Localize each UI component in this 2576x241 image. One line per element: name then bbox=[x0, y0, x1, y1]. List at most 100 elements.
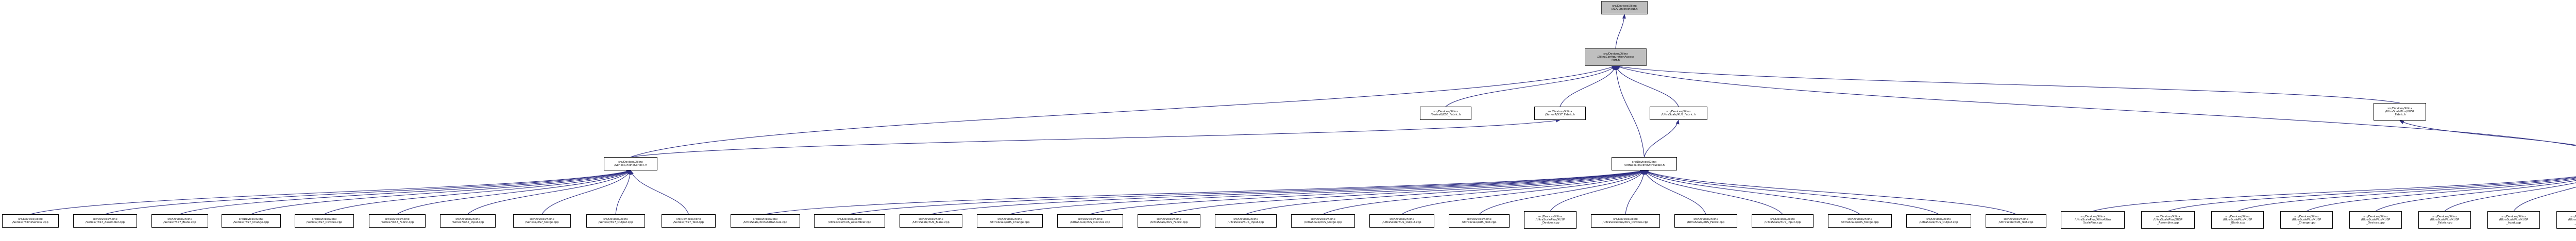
graph-edge bbox=[1445, 65, 1616, 107]
graph-edge bbox=[1643, 170, 1783, 215]
graph-node-label: src/Devices/Xilinx /UltraScale/XUS_Outpu… bbox=[1919, 217, 1958, 224]
graph-edge bbox=[1643, 170, 2016, 215]
graph-node[interactable]: src/Devices/Xilinx /UltraScalePlus/XUSP … bbox=[2487, 211, 2540, 229]
graph-node[interactable]: src/Devices/Xilinx /UltraScale/XUS_Blank… bbox=[900, 214, 962, 228]
graph-node[interactable]: src/Devices/Xilinx /Series7/XS7_Output.c… bbox=[586, 214, 645, 228]
graph-node-label: src/Devices/Xilinx /Series7/XS7_Change.c… bbox=[233, 217, 269, 224]
graph-edge bbox=[251, 170, 631, 215]
graph-node-label: src/Devices/Xilinx /UltraScalePlus/XUSP … bbox=[2223, 215, 2252, 225]
graph-edge bbox=[467, 170, 631, 215]
graph-node-label: src/Devices/Xilinx /Series7/XS7_Merge.cp… bbox=[525, 217, 559, 224]
graph-edge bbox=[1560, 65, 1616, 107]
graph-node[interactable]: src/Devices/Xilinx /UltraScale/XilinxUlt… bbox=[1612, 157, 1677, 170]
graph-node-label: src/Devices/Xilinx /UltraScale/XUS_Fabri… bbox=[1150, 217, 1188, 224]
graph-node[interactable]: src/Devices/Xilinx /Series7/XS7_Merge.cp… bbox=[513, 214, 571, 228]
graph-node[interactable]: src/Devices/Xilinx /Series7/XS7_Fabric.c… bbox=[369, 214, 426, 228]
graph-node[interactable]: src/Devices/Xilinx /UltraScalePlus/XUSP … bbox=[2349, 211, 2402, 229]
graph-edge bbox=[105, 170, 631, 215]
graph-node[interactable]: src/Devices/Xilinx /UltraScale/XUS_Fabri… bbox=[1138, 214, 1200, 228]
graph-node-label: src/Devices/Xilinx /UltraScale/XilinxUlt… bbox=[1624, 160, 1665, 167]
graph-node[interactable]: src/Devices/Xilinx /UltraScalePlus/XUSP … bbox=[2211, 211, 2264, 229]
graph-node[interactable]: src/Devices/Xilinx /UltraScale/XUS_Outpu… bbox=[1369, 214, 1434, 228]
graph-node[interactable]: src/Devices/Xilinx /Series7/XS7_Fabric.h bbox=[1534, 107, 1586, 120]
graph-node[interactable]: src/Devices/Xilinx /XCAP/inlineInput.h bbox=[1601, 1, 1648, 14]
graph-node-label: src/Devices/Xilinx /Series7/XS7_Fabric.c… bbox=[380, 217, 414, 224]
graph-node-label: src/Devices/Xilinx /Series7/XS7_Output.c… bbox=[598, 217, 633, 224]
graph-node[interactable]: src/Devices/Xilinx /UltraScale/XUS_Test.… bbox=[1449, 214, 1510, 228]
graph-node[interactable]: src/Devices/Xilinx /UltraScale/XUS_Input… bbox=[1752, 214, 1814, 228]
edge-group bbox=[30, 14, 2576, 215]
graph-node-label: src/Devices/Xilinx /UltraScale/XUS_Merge… bbox=[1841, 217, 1879, 224]
graph-node-label: src/Devices/Xilinx /UltraScale/XUS_Test.… bbox=[1998, 217, 2033, 224]
graph-node[interactable]: src/Devices/Xilinx /UltraScalePlus/XUSP … bbox=[1524, 211, 1577, 229]
graph-node[interactable]: src/Devices/Xilinx /UltraScale/XUS_Outpu… bbox=[1906, 214, 1971, 228]
graph-node[interactable]: src/Devices/Xilinx /UltraScale/XUS_Test.… bbox=[1986, 214, 2046, 228]
graph-node-label: src/Devices/Xilinx /Series7/XilinxSeries… bbox=[614, 160, 647, 167]
graph-node-label: src/Devices/Xilinx /XCAP/inlineInput.h bbox=[1611, 4, 1638, 11]
graph-edge bbox=[541, 170, 631, 215]
graph-node-label: src/Devices/Xilinx /UltraScalePlus/XUS_D… bbox=[1602, 217, 1649, 224]
graph-node-label: src/Devices/Xilinx /UltraScalePlus/XUSP … bbox=[2499, 215, 2529, 225]
graph-node[interactable]: src/Devices/Xilinx /UltraScale/XUS_Fabri… bbox=[1650, 107, 1707, 120]
graph-node-label: src/Devices/Xilinx /UltraScale/XUS_Assem… bbox=[827, 217, 872, 224]
graph-node-label: src/Devices/Xilinx /Series7/XS7_Devices.… bbox=[306, 217, 343, 224]
graph-node-label: src/Devices/Xilinx /UltraScale/XUS_Merge… bbox=[1304, 217, 1342, 224]
graph-node-label: src/Devices/Xilinx /UltraScalePlus/Xilin… bbox=[2074, 215, 2111, 225]
graph-node[interactable]: src/Devices/Xilinx /Series7/XS7_Change.c… bbox=[222, 214, 281, 228]
graph-edge bbox=[630, 170, 689, 215]
graph-node-label: src/Devices/Xilinx /Series7/XS7_Assemble… bbox=[85, 217, 125, 224]
graph-node[interactable]: src/Devices/Xilinx /Series7/XS7_Devices.… bbox=[295, 214, 354, 228]
graph-edge bbox=[2375, 180, 2576, 212]
graph-node-label: src/Devices/Xilinx /UltraScalePlus/XUSP … bbox=[2568, 215, 2576, 225]
graph-node[interactable]: src/Devices/Xilinx /UltraScalePlus/XUSP … bbox=[2141, 211, 2195, 229]
graph-node-label: src/Devices/Xilinx /XilinxConfigurationA… bbox=[1597, 52, 1634, 62]
graph-edge bbox=[1614, 65, 1645, 158]
graph-node[interactable]: src/Devices/Xilinx /UltraScale/XUS_Fabri… bbox=[1674, 214, 1737, 228]
graph-node-label: src/Devices/Xilinx /Series7/XS7_Test.cpp bbox=[673, 217, 704, 224]
graph-edge bbox=[765, 169, 1645, 215]
graph-edge bbox=[1615, 14, 1626, 49]
graph-node[interactable]: src/Devices/Xilinx /UltraScale/XUS_Merge… bbox=[1291, 214, 1355, 228]
graph-node-label: src/Devices/Xilinx /UltraScale/XUS_Test.… bbox=[1462, 217, 1497, 224]
graph-edge bbox=[1090, 169, 1645, 215]
graph-edge bbox=[1550, 170, 1645, 212]
graph-node[interactable]: src/Devices/Xilinx /UltraScale/XUS_Input… bbox=[1215, 214, 1277, 228]
graph-edge bbox=[1625, 170, 1646, 215]
graph-node-label: src/Devices/Xilinx /UltraScale/XUS_Fabri… bbox=[1661, 110, 1696, 116]
graph-node-label: src/Devices/Xilinx /UltraScale/XUS_Fabri… bbox=[1687, 217, 1725, 224]
graph-node[interactable]: src/Devices/Xilinx /UltraScalePlus/XUSP … bbox=[2556, 211, 2576, 229]
graph-node[interactable]: src/Devices/Xilinx /UltraScalePlus/XUS_D… bbox=[1591, 214, 1660, 228]
graph-edge bbox=[930, 169, 1645, 215]
graph-node-label: src/Devices/Xilinx /UltraScalePlus/XUSP … bbox=[2153, 215, 2183, 225]
graph-edge bbox=[1323, 170, 1645, 215]
graph-edge bbox=[2444, 182, 2576, 212]
graph-node-label: src/Devices/Xilinx /UltraScalePlus/XUSP … bbox=[2385, 107, 2415, 117]
graph-edge bbox=[1401, 170, 1645, 215]
graph-node[interactable]: src/Devices/Xilinx /XilinxConfigurationA… bbox=[1585, 48, 1647, 66]
graph-node[interactable]: src/Devices/Xilinx /UltraScale/XilinxUlt… bbox=[731, 214, 800, 228]
graph-edge bbox=[2399, 120, 2576, 146]
graph-node[interactable]: src/Devices/Xilinx /Series7/XS7_Blank.cp… bbox=[151, 214, 208, 228]
graph-node[interactable]: src/Devices/Xilinx /UltraScalePlus/XUSP … bbox=[2374, 103, 2426, 120]
graph-node[interactable]: src/Devices/Xilinx /UltraScalePlus/XUSP … bbox=[2418, 211, 2471, 229]
graph-node[interactable]: src/Devices/Xilinx /UltraScale/XUS_Merge… bbox=[1828, 214, 1892, 228]
graph-node-label: src/Devices/Xilinx /Series7/XS7_Blank.cp… bbox=[163, 217, 196, 224]
graph-node[interactable]: src/Devices/Xilinx /UltraScalePlus/XUSP … bbox=[2280, 211, 2333, 229]
graph-node[interactable]: src/Devices/Xilinx /Series7/XS7_Input.cp… bbox=[440, 214, 496, 228]
graph-node[interactable]: src/Devices/Xilinx /UltraScalePlus/Xilin… bbox=[2061, 211, 2125, 229]
graph-node[interactable]: src/Devices/Xilinx /Series6/XS6_Fabric.h bbox=[1420, 107, 1471, 120]
graph-node[interactable]: src/Devices/Xilinx /UltraScale/XUS_Chang… bbox=[977, 214, 1043, 228]
graph-node[interactable]: src/Devices/Xilinx /Series7/XS7_Assemble… bbox=[73, 214, 137, 228]
graph-node-label: src/Devices/Xilinx /UltraScalePlus/XUSP … bbox=[1535, 215, 1565, 225]
graph-node-label: src/Devices/Xilinx /UltraScale/XUS_Input… bbox=[1227, 217, 1264, 224]
graph-node-label: src/Devices/Xilinx /Series6/XS6_Fabric.h bbox=[1430, 110, 1461, 116]
graph-node[interactable]: src/Devices/Xilinx /Series7/XS7_Test.cpp bbox=[662, 214, 716, 228]
graph-node[interactable]: src/Devices/Xilinx /Series7/XilinxSeries… bbox=[604, 157, 657, 170]
graph-edge bbox=[2237, 178, 2576, 212]
graph-node[interactable]: src/Devices/Xilinx /UltraScale/XUS_Devic… bbox=[1057, 214, 1123, 228]
graph-node[interactable]: src/Devices/Xilinx /Series7/XilinxSeries… bbox=[2, 214, 59, 228]
graph-edge bbox=[1245, 170, 1645, 215]
graph-edge bbox=[397, 170, 631, 215]
graph-node[interactable]: src/Devices/Xilinx /UltraScale/XUS_Assem… bbox=[814, 214, 885, 228]
